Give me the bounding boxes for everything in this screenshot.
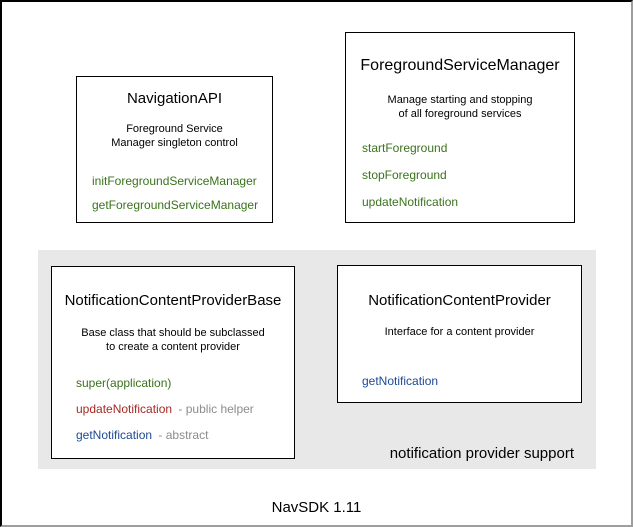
class-description: Manage starting and stopping of all fore… [346, 93, 574, 121]
method-list: getNotification [338, 374, 581, 388]
method-getNotification: getNotification [362, 374, 439, 388]
description-line: Manage starting and stopping [387, 94, 533, 106]
class-title-navigation-api: NavigationAPI [126, 90, 223, 107]
diagram-caption: NavSDK 1.11 [271, 499, 362, 516]
description-line: of all foreground services [398, 108, 522, 120]
class-title-notification-content-provider-base: NotificationContentProviderBase [64, 292, 282, 309]
method-list: startForeground stopForeground updateNot… [346, 141, 574, 209]
method-updateNotification: updateNotification - public helper [76, 402, 254, 416]
description-line: Manager singleton control [111, 137, 238, 149]
class-box-notification-content-provider: NotificationContentProvider Interface fo… [337, 265, 582, 403]
description-line: Foreground Service [126, 123, 223, 135]
method-note: - public helper [178, 402, 254, 416]
class-title-foreground-service-manager: ForegroundServiceManager [360, 57, 560, 74]
class-description: Foreground Service Manager singleton con… [77, 122, 272, 150]
class-box-navigation-api: NavigationAPI Foreground Service Manager… [76, 76, 273, 223]
class-title-notification-content-provider: NotificationContentProvider [368, 292, 551, 309]
method-list: super(application) updateNotification - … [52, 376, 294, 442]
description-line: Interface for a content provider [384, 326, 535, 338]
method-updateNotification: updateNotification [362, 195, 459, 209]
method-list: initForegroundServiceManager getForegrou… [77, 174, 272, 212]
group-label: notification provider support [389, 445, 574, 462]
description-line: Base class that should be subclassed [81, 327, 265, 339]
class-box-foreground-service-manager: ForegroundServiceManager Manage starting… [345, 32, 575, 223]
class-description: Interface for a content provider [338, 325, 581, 339]
method-note: - abstract [158, 428, 209, 442]
method-super-application: super(application) [76, 376, 172, 390]
method-initForegroundServiceManager: initForegroundServiceManager [92, 174, 257, 188]
class-description: Base class that should be subclassed to … [52, 326, 294, 354]
class-box-notification-content-provider-base: NotificationContentProviderBase Base cla… [51, 266, 295, 459]
method-getForegroundServiceManager: getForegroundServiceManager [92, 198, 259, 212]
method-stopForeground: stopForeground [362, 168, 447, 182]
method-getNotification: getNotification - abstract [76, 428, 209, 442]
description-line: to create a content provider [106, 341, 240, 353]
method-startForeground: startForeground [362, 141, 448, 155]
